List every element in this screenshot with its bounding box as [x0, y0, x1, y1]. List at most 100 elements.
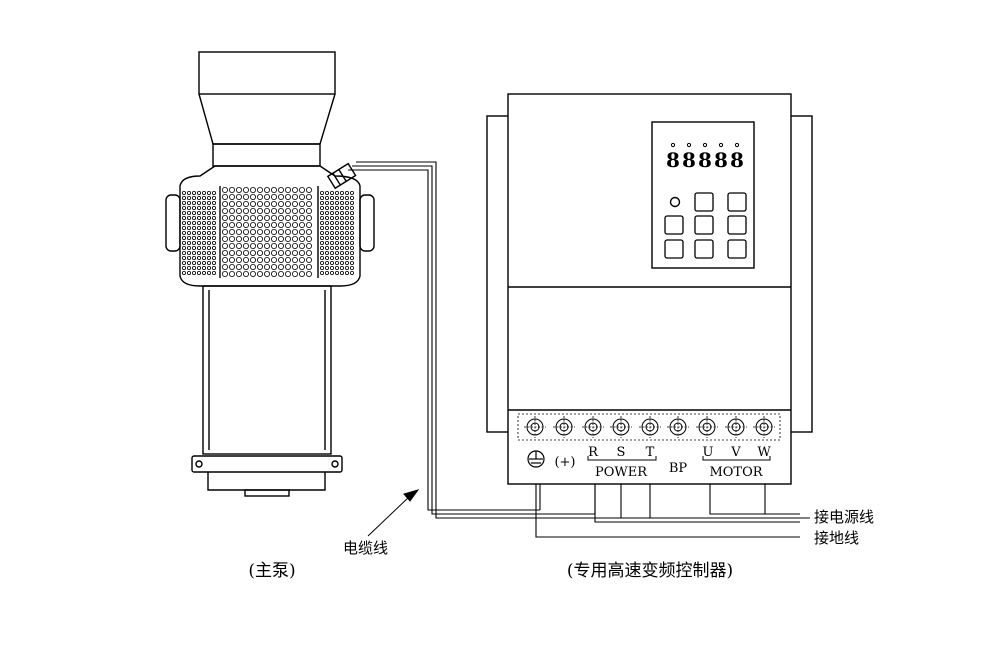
grille-hole [235, 242, 242, 249]
grille-hole [329, 260, 334, 265]
grille-hole [324, 220, 329, 225]
grille-hole [206, 195, 211, 200]
grille-hole [270, 256, 277, 263]
grille-hole [211, 210, 216, 215]
pump-base-foot [207, 472, 326, 491]
grille-hole [319, 255, 324, 260]
grille-hole [284, 228, 291, 235]
grille-hole [291, 228, 298, 235]
grille-hole [329, 250, 334, 255]
grille-hole [221, 207, 228, 214]
grille-hole [235, 186, 242, 193]
grille-hole [305, 200, 312, 207]
grille-hole [284, 214, 291, 221]
grille-hole [249, 200, 256, 207]
grille-hole [339, 250, 344, 255]
grille-hole [191, 195, 196, 200]
power-line-label: 接电源线 [814, 508, 874, 526]
grille-hole [349, 225, 354, 230]
grille-hole [196, 230, 201, 235]
grille-hole [191, 255, 196, 260]
grille-hole [291, 249, 298, 256]
grille-hole [291, 186, 298, 193]
grille-hole [319, 225, 324, 230]
grille-hole [270, 200, 277, 207]
grille-hole [206, 265, 211, 270]
grille-hole [319, 210, 324, 215]
grille-hole [201, 255, 206, 260]
grille-hole [186, 195, 191, 200]
grille-hole [334, 195, 339, 200]
grille-hole [249, 186, 256, 193]
grille-hole [211, 225, 216, 230]
grille-hole [196, 220, 201, 225]
grille-hole [334, 200, 339, 205]
grille-hole [334, 255, 339, 260]
grille-hole [334, 190, 339, 195]
grille-hole [196, 190, 201, 195]
grille-hole [284, 242, 291, 249]
grille-hole [305, 256, 312, 263]
grille-hole [339, 270, 344, 275]
grille-hole [196, 235, 201, 240]
pump-base-flange [191, 455, 343, 473]
grille-hole [344, 265, 349, 270]
grille-hole [334, 205, 339, 210]
grille-hole [181, 270, 186, 275]
grille-hole [196, 250, 201, 255]
grille-hole [339, 225, 344, 230]
grille-hole [186, 235, 191, 240]
grille-hole [256, 207, 263, 214]
grille-hole [334, 225, 339, 230]
grille-hole [242, 228, 249, 235]
grille-hole [242, 193, 249, 200]
grille-hole [324, 270, 329, 275]
grille-hole [263, 256, 270, 263]
grille-hole [249, 249, 256, 256]
grille-hole [206, 250, 211, 255]
keypad-button [664, 239, 684, 259]
grille-hole [228, 270, 235, 277]
grille-hole [191, 240, 196, 245]
grille-hole [270, 249, 277, 256]
grille-hole [221, 200, 228, 207]
grille-hole [206, 200, 211, 205]
grille-hole [277, 263, 284, 270]
grille-hole [228, 242, 235, 249]
grille-hole [291, 242, 298, 249]
grille-hole [196, 265, 201, 270]
grille-hole [228, 235, 235, 242]
grille-hole [221, 263, 228, 270]
grille-hole [334, 250, 339, 255]
grille-hole [305, 263, 312, 270]
grille-hole [334, 240, 339, 245]
grille-hole [270, 235, 277, 242]
grille-hole [256, 270, 263, 277]
grille-hole [181, 245, 186, 250]
grille-hole [349, 260, 354, 265]
ground-plus-label: (+) [554, 455, 575, 470]
grille-hole [284, 270, 291, 277]
grille-hole [344, 215, 349, 220]
keypad-button [727, 215, 747, 235]
grille-hole [344, 250, 349, 255]
grille-hole [277, 207, 284, 214]
grille-hole [349, 235, 354, 240]
grille-hole [235, 270, 242, 277]
display-digit: 8 [666, 148, 680, 172]
grille-hole [263, 214, 270, 221]
grille-hole [298, 249, 305, 256]
grille-hole [339, 240, 344, 245]
grille-hole [305, 186, 312, 193]
grille-hole [305, 221, 312, 228]
pump-neck [212, 143, 321, 167]
ground-icon [527, 450, 545, 468]
grille-hole [339, 195, 344, 200]
grille-hole [186, 230, 191, 235]
ground-line-label: 接地线 [814, 529, 859, 547]
grille-hole [339, 205, 344, 210]
grille-hole [291, 200, 298, 207]
grille-hole [291, 235, 298, 242]
terminal-screws [524, 416, 775, 438]
